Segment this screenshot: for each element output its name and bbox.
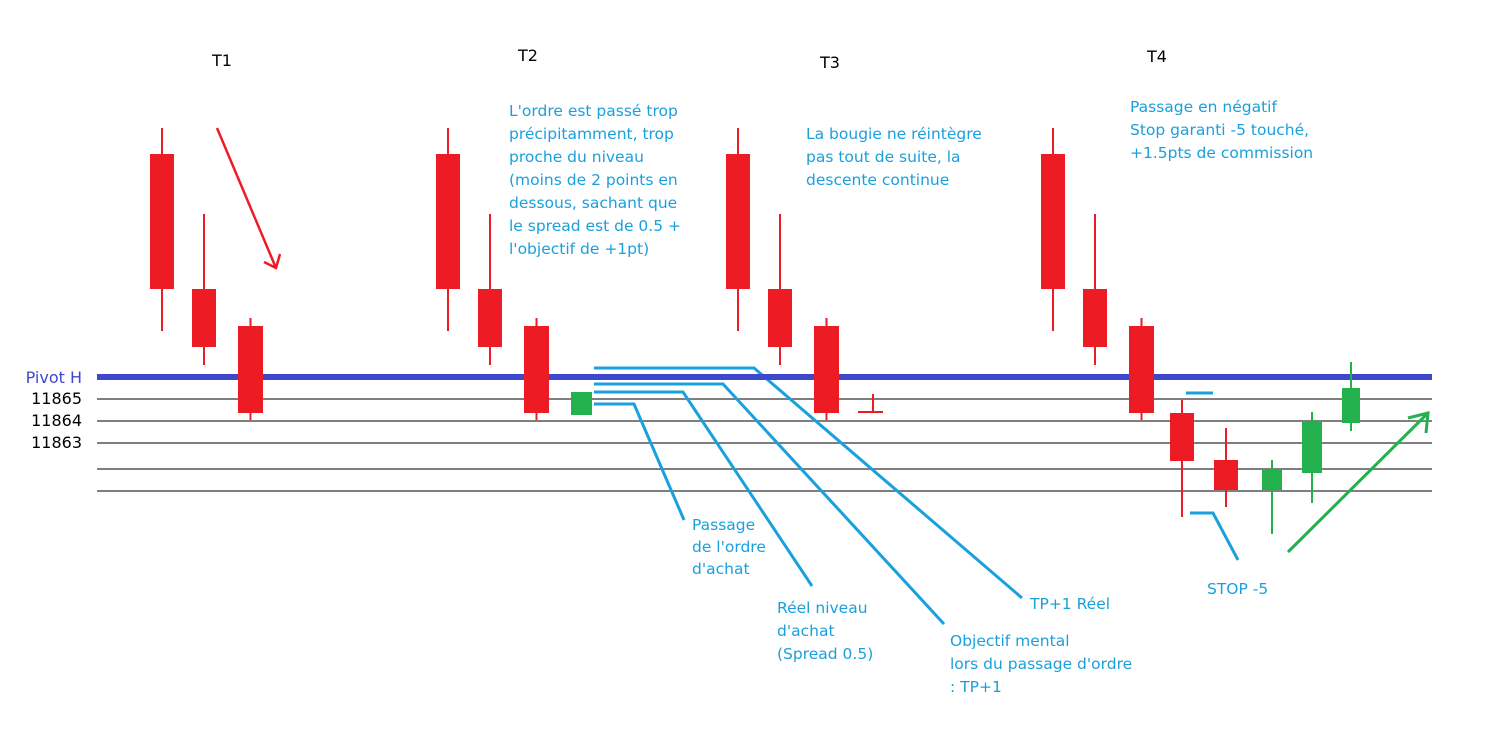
svg-text:de l'ordre: de l'ordre <box>692 538 766 556</box>
up-arrow-icon <box>1286 411 1430 554</box>
svg-text:le spread est de 0.5 +: le spread est de 0.5 + <box>509 217 681 235</box>
svg-text:précipitamment, trop: précipitamment, trop <box>509 125 674 143</box>
svg-text:(Spread 0.5): (Spread 0.5) <box>777 645 873 663</box>
svg-text:: TP+1: : TP+1 <box>950 678 1002 696</box>
candle-body <box>1342 388 1360 423</box>
candle-body <box>524 326 549 413</box>
candle-body <box>1262 469 1282 490</box>
down-arrow-icon <box>215 127 282 270</box>
candle-body <box>1083 289 1107 347</box>
bear-candle <box>478 214 502 365</box>
candle-body <box>814 326 839 413</box>
candle-body <box>478 289 502 347</box>
title-t2: T2 <box>517 46 538 65</box>
callout-reel: Réel niveau d'achat (Spread 0.5) <box>777 599 873 663</box>
svg-text:+1.5pts de commission: +1.5pts de commission <box>1130 144 1313 162</box>
level-label: 11863 <box>31 433 82 452</box>
bull-candle <box>1262 460 1282 534</box>
svg-text:Passage en négatif: Passage en négatif <box>1130 98 1277 116</box>
svg-text:La bougie ne réintègre: La bougie ne réintègre <box>806 125 982 143</box>
svg-text:L'ordre est passé trop: L'ordre est passé trop <box>509 102 678 120</box>
reel-niveau-line <box>594 390 814 587</box>
callout-lines <box>594 366 1240 626</box>
title-t1: T1 <box>211 51 232 70</box>
candles <box>150 128 1360 534</box>
bear-candle <box>192 214 216 365</box>
candle-body <box>571 392 592 415</box>
bear-candle <box>1170 400 1194 517</box>
candle-body <box>150 154 174 289</box>
level-label: 11864 <box>31 411 82 430</box>
candle-body <box>436 154 460 289</box>
candle-body <box>1170 413 1194 461</box>
svg-text:(moins de 2 points en: (moins de 2 points en <box>509 171 678 189</box>
bull-candle <box>1302 412 1322 503</box>
svg-text:d'achat: d'achat <box>777 622 835 640</box>
svg-text:Stop garanti -5 touché,: Stop garanti -5 touché, <box>1130 121 1309 139</box>
svg-text:d'achat: d'achat <box>692 560 750 578</box>
bear-candle <box>150 128 174 331</box>
svg-text:lors du passage d'ordre: lors du passage d'ordre <box>950 655 1132 673</box>
candle-body <box>768 289 792 347</box>
note-t4: Passage en négatif Stop garanti -5 touch… <box>1130 98 1313 162</box>
bear-candle <box>1214 428 1238 507</box>
bear-candle <box>814 318 839 420</box>
svg-text:descente continue: descente continue <box>806 171 949 189</box>
bear-candle <box>1129 318 1154 420</box>
candle-body <box>1214 460 1238 490</box>
objectif-line <box>594 382 946 626</box>
candle-body <box>192 289 216 347</box>
passage-line <box>594 402 686 521</box>
svg-text:dessous, sachant que: dessous, sachant que <box>509 194 677 212</box>
note-t3: La bougie ne réintègre pas tout de suite… <box>806 125 982 189</box>
callout-stop: STOP -5 <box>1207 580 1268 598</box>
tp-reel-line <box>594 366 1023 600</box>
callout-passage: Passage de l'ordre d'achat <box>692 516 766 578</box>
bull-candle <box>571 392 592 415</box>
pivot-label: Pivot H <box>26 368 82 387</box>
price-levels <box>97 398 1432 492</box>
level-label: 11865 <box>31 389 82 408</box>
candle-body <box>1302 421 1322 473</box>
title-t3: T3 <box>819 53 840 72</box>
bear-candle <box>768 214 792 365</box>
svg-text:Passage: Passage <box>692 516 755 534</box>
stop-line <box>1190 511 1240 561</box>
bear-candle <box>436 128 460 331</box>
candle-body <box>238 326 263 413</box>
bear-candle <box>726 128 750 331</box>
candle-body <box>726 154 750 289</box>
callout-objectif: Objectif mental lors du passage d'ordre … <box>950 632 1132 696</box>
title-t4: T4 <box>1146 47 1167 66</box>
candle-body <box>1129 326 1154 413</box>
svg-text:proche du niveau: proche du niveau <box>509 148 644 166</box>
bear-candle <box>1041 128 1065 331</box>
t3-marker <box>858 394 883 413</box>
bear-candle <box>1083 214 1107 365</box>
svg-text:Réel niveau: Réel niveau <box>777 599 868 617</box>
candle-body <box>1041 154 1065 289</box>
bear-candle <box>238 318 263 420</box>
svg-text:l'objectif de +1pt): l'objectif de +1pt) <box>509 240 649 258</box>
note-t2: L'ordre est passé trop précipitamment, t… <box>509 102 681 258</box>
bull-candle <box>1342 362 1360 431</box>
svg-text:Objectif mental: Objectif mental <box>950 632 1070 650</box>
callout-tp: TP+1 Réel <box>1029 595 1110 613</box>
bear-candle <box>524 318 549 420</box>
svg-text:pas tout de suite, la: pas tout de suite, la <box>806 148 961 166</box>
